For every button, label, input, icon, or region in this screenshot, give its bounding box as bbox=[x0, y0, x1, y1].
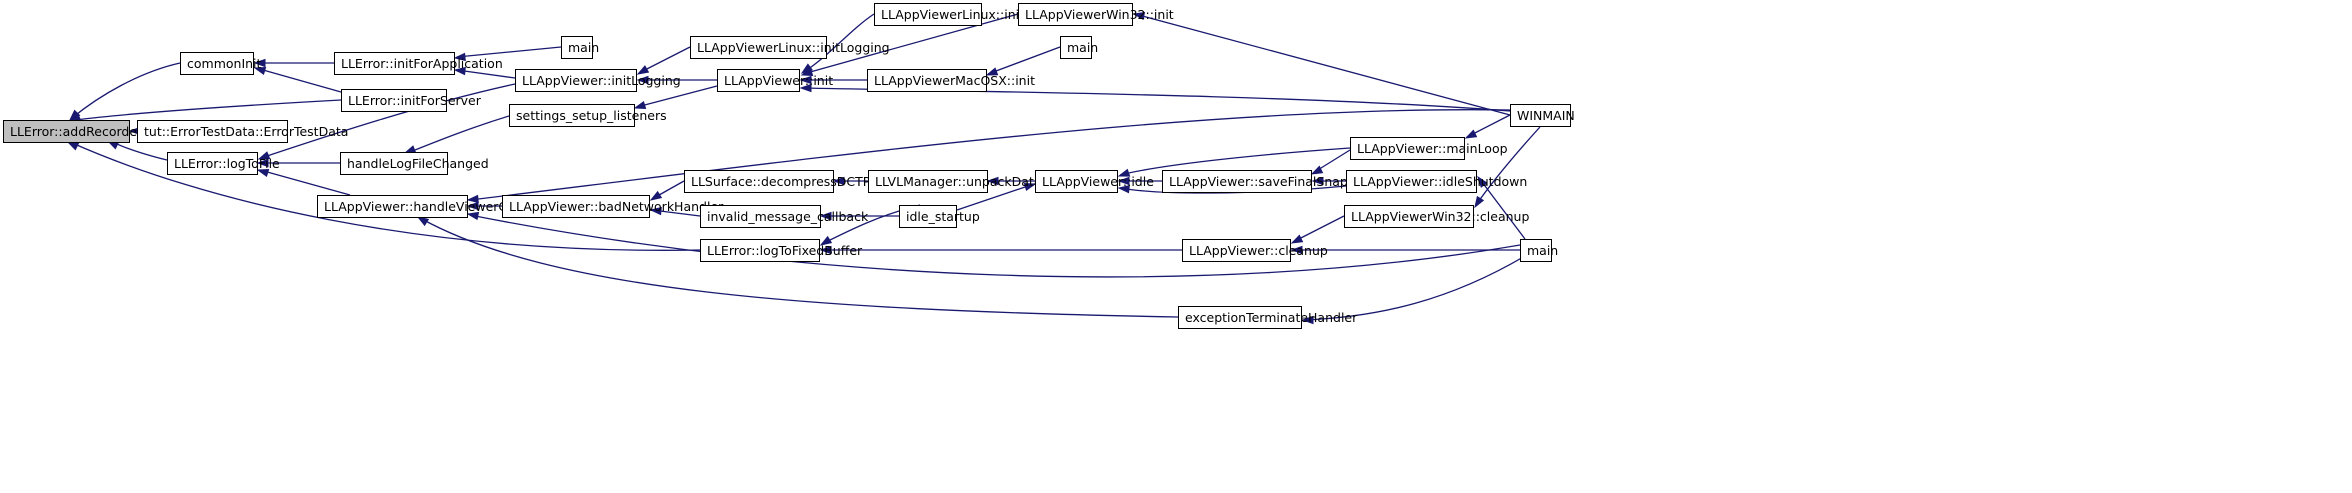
edge-init-logging-1 bbox=[453, 66, 516, 79]
node-invalid-message-callback[interactable]: invalid_message_callback bbox=[700, 205, 868, 228]
node-log-to-file[interactable]: LLError::logToFile bbox=[167, 152, 280, 175]
edge-decompress-dct-patch bbox=[649, 180, 685, 201]
node-app-viewer-init[interactable]: LLAppViewer::init bbox=[717, 69, 833, 92]
edge-app-viewer-init bbox=[636, 75, 717, 85]
node-add-recorder: LLError::addRecorder bbox=[3, 120, 142, 143]
node-exception-terminate-handler[interactable]: exceptionTerminateHandler bbox=[1178, 306, 1357, 329]
edge-init-for-application-1 bbox=[253, 58, 334, 68]
edge-win32-cleanup bbox=[1290, 215, 1345, 244]
node-idle-shutdown[interactable]: LLAppViewer::idleShutdown bbox=[1346, 170, 1527, 193]
node-save-final-snapshot[interactable]: LLAppViewer::saveFinalSnapshot bbox=[1162, 170, 1375, 193]
node-macosx-init[interactable]: LLAppViewerMacOSX::init bbox=[867, 69, 1035, 92]
node-win32-cleanup[interactable]: LLAppViewerWin32::cleanup bbox=[1344, 205, 1529, 228]
node-log-to-fixed-buffer[interactable]: LLError::logToFixedBuffer bbox=[700, 239, 862, 262]
node-bad-network-handler[interactable]: LLAppViewer::badNetworkHandler bbox=[502, 195, 723, 218]
edge-main-2 bbox=[985, 46, 1061, 76]
edge-idle-startup-3 bbox=[956, 182, 1037, 211]
edge-main-3a bbox=[1477, 175, 1526, 240]
edge-winmain-4 bbox=[1474, 126, 1541, 209]
edge-handle-log-file-changed bbox=[256, 158, 340, 168]
node-handle-log-file-changed[interactable]: handleLogFileChanged bbox=[340, 152, 489, 175]
edge-init-for-server-2 bbox=[253, 66, 342, 93]
edge-main-3c bbox=[466, 211, 1521, 278]
edge-win32-init bbox=[800, 13, 1019, 77]
edge-exception-terminate-handler bbox=[416, 216, 1179, 318]
edge-unpack-data bbox=[832, 176, 868, 186]
node-init-for-application[interactable]: LLError::initForApplication bbox=[334, 52, 503, 75]
node-app-viewer-idle[interactable]: LLAppViewer::idle bbox=[1035, 170, 1154, 193]
node-main-1[interactable]: main bbox=[561, 36, 599, 59]
edge-log-to-file bbox=[106, 140, 168, 161]
node-main-3[interactable]: main bbox=[1520, 239, 1558, 262]
edge-init-logging-3 bbox=[257, 83, 516, 160]
node-linux-init-logging[interactable]: LLAppViewerLinux::initLogging bbox=[690, 36, 890, 59]
edge-linux-init-logging bbox=[636, 46, 691, 75]
edge-invalid-message-callback bbox=[649, 206, 701, 217]
edge-app-viewer-init-2 bbox=[633, 85, 718, 110]
node-idle-startup[interactable]: idle_startup bbox=[899, 205, 980, 228]
node-init-for-server[interactable]: LLError::initForServer bbox=[341, 89, 481, 112]
node-main-2[interactable]: main bbox=[1060, 36, 1098, 59]
node-winmain[interactable]: WINMAIN bbox=[1510, 104, 1575, 127]
node-init-logging[interactable]: LLAppViewer::initLogging bbox=[515, 69, 681, 92]
node-settings-setup-listeners[interactable]: settings_setup_listeners bbox=[509, 104, 667, 127]
edge-save-final-snapshot bbox=[1117, 176, 1162, 186]
edge-settings-setup-listeners bbox=[403, 115, 510, 154]
node-linux-init[interactable]: LLAppViewerLinux::init bbox=[874, 3, 1024, 26]
edge-bad-network-handler bbox=[466, 201, 502, 211]
edge-winmain-3 bbox=[1464, 114, 1511, 139]
edge-main-loop-1 bbox=[1117, 147, 1351, 177]
node-handle-viewer-crash[interactable]: LLAppViewer::handleViewerCrash bbox=[317, 195, 534, 218]
edge-idle-shutdown-2 bbox=[1311, 176, 1346, 186]
node-error-test-data[interactable]: tut::ErrorTestData::ErrorTestData bbox=[137, 120, 348, 143]
edge-main-3b bbox=[1290, 245, 1520, 255]
node-decompress-dct-patch[interactable]: LLSurface::decompressDCTPatch bbox=[684, 170, 897, 193]
node-unpack-data[interactable]: LLVLManager::unpackData bbox=[868, 170, 1041, 193]
edge-macosx-init bbox=[799, 75, 867, 85]
edge-winmain-2 bbox=[1132, 11, 1511, 116]
node-app-viewer-cleanup[interactable]: LLAppViewer::cleanup bbox=[1182, 239, 1328, 262]
edge-winmain-5 bbox=[466, 109, 1511, 204]
edge-handle-viewer-crash bbox=[256, 168, 351, 196]
edge-app-viewer-cleanup bbox=[819, 245, 1182, 255]
node-common-init[interactable]: commonInit bbox=[180, 52, 261, 75]
node-win32-init[interactable]: LLAppViewerWin32::init bbox=[1018, 3, 1174, 26]
edge-init-for-server bbox=[68, 99, 342, 122]
edge-main-1 bbox=[453, 46, 562, 62]
edge-main-3d bbox=[1301, 255, 1526, 325]
node-main-loop[interactable]: LLAppViewer::mainLoop bbox=[1350, 137, 1508, 160]
edge-main-loop-2 bbox=[1310, 149, 1351, 175]
edge-app-viewer-idle bbox=[986, 176, 1035, 186]
